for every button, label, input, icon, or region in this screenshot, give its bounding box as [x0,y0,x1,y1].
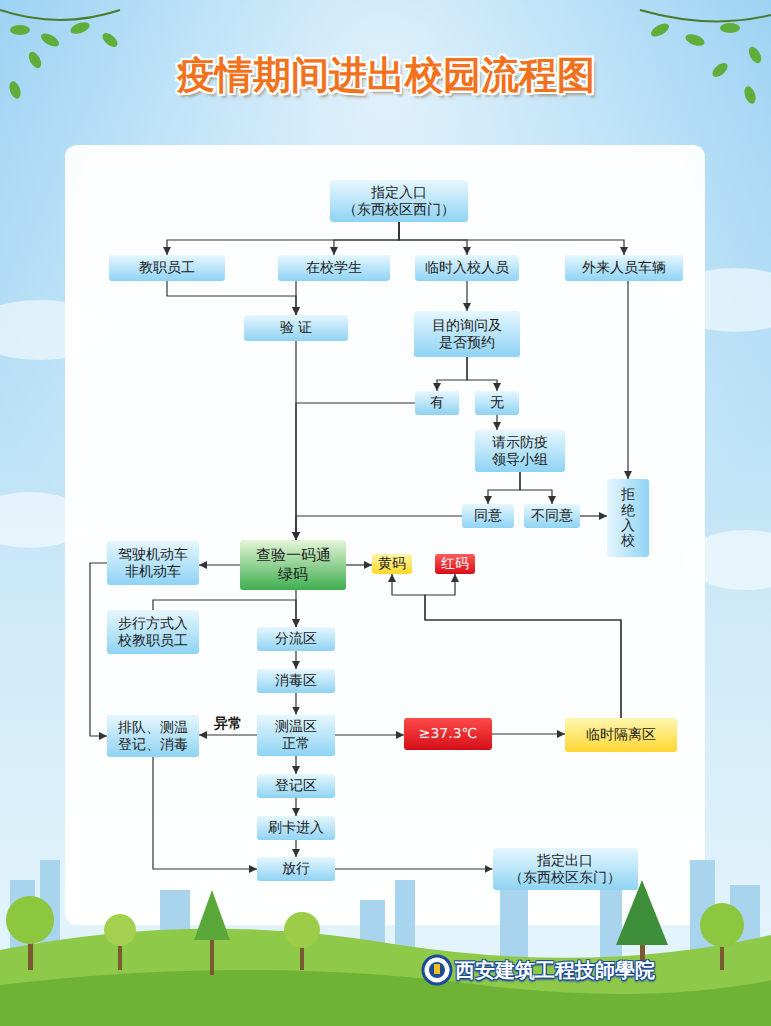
node-text: 放行 [282,860,310,878]
group-box: 外来人员车辆 [565,255,683,281]
code-box: 黄码 [372,554,412,574]
flow-connector [437,357,467,391]
zone-box: 消毒区 [257,669,335,693]
zone-box: 测温区正常 [257,715,335,756]
flow-connector [296,516,462,540]
choice-box: 无 [475,391,519,415]
node-text: 测温区 [275,718,317,736]
edge-label: 异常 [212,715,244,732]
exit-box: 指定出口 （东西校区东门） [493,848,638,890]
flow-connector [335,734,404,735]
flow-connector [199,564,240,565]
school-name: 西安建筑工程技師學院 [455,957,655,984]
node-text: 指定出口 （东西校区东门） [499,852,632,887]
process-box: 步行方式入 校教职员工 [107,610,199,654]
choice-box: 同意 [462,504,514,528]
node-text: 红码 [441,555,469,573]
zone-box: 分流区 [257,627,335,651]
flow-connector [392,574,621,718]
node-text: 教职员工 [139,259,195,277]
flow-connector [488,472,520,504]
flow-connector [492,733,565,734]
flow-connector [346,564,372,565]
flow-connector [295,693,296,715]
node-text: 驾驶机动车 非机动车 [113,546,193,581]
node-text: 拒绝入校 [621,487,635,549]
flow-connector [580,515,607,516]
group-box: 在校学生 [278,255,390,281]
entry-box: 指定入口 （东西校区西门） [330,180,468,222]
process-box: 目的询问及 是否预约 [414,311,520,357]
node-text: 正常 [282,735,310,753]
flow-connector [335,868,493,869]
node-text: 查验一码通 绿码 [246,546,340,584]
zone-box: 刷卡进入 [257,816,335,840]
node-text: 消毒区 [275,672,317,690]
node-text: 无 [490,394,504,412]
flow-connector [90,563,107,736]
node-text: 临时入校人员 [425,259,509,277]
flow-connector [295,651,296,669]
process-box: 排队、测温 登记、消毒 [107,715,199,757]
flow-connector [425,574,621,718]
panel [65,145,705,925]
node-text: 验 证 [280,319,312,337]
node-text: 指定入口 （东西校区西门） [336,184,462,219]
flow-connector [295,756,296,775]
flow-connector [167,281,296,315]
process-box: 验 证 [244,315,348,341]
node-text: 登记区 [275,777,317,795]
node-text: 临时隔离区 [586,726,656,744]
group-box: 教职员工 [109,255,225,281]
choice-box: 有 [415,391,459,415]
flow-connector [334,222,399,255]
node-text: 步行方式入 校教职员工 [113,615,193,650]
flow-connector [467,357,497,391]
choice-box: 不同意 [524,504,580,528]
flow-connector [199,734,257,735]
node-text: 刷卡进入 [268,819,324,837]
node-text: 同意 [474,507,502,525]
title: 疫情期间进出校园流程图 [0,50,771,101]
node-text: 不同意 [531,507,573,525]
flow-connector [399,222,467,255]
node-text: 在校学生 [306,259,362,277]
node-text: 黄码 [378,555,406,573]
flow-connector [153,757,257,869]
node-text: 请示防疫 领导小组 [481,434,559,469]
reject-box: 拒绝入校 [607,479,649,557]
process-box: 驾驶机动车 非机动车 [107,541,199,585]
code-box: 红码 [435,554,475,574]
flow-connector [496,415,497,430]
flow-connector [296,403,415,540]
flow-connector [295,798,296,816]
flow-connector [520,472,552,504]
flow-connector [295,281,296,315]
node-text: 分流区 [275,630,317,648]
flow-connector [399,222,624,255]
flow-connector [295,840,296,857]
group-box: 临时入校人员 [415,255,519,281]
isolation-box: 临时隔离区 [565,718,677,752]
node-text: 排队、测温 登记、消毒 [113,719,193,754]
node-text: ≥37.3℃ [419,725,478,743]
process-box: 请示防疫 领导小组 [475,430,565,472]
zone-box: 登记区 [257,774,335,798]
school-logo [423,956,451,984]
hill-front [0,970,771,1026]
leaves [0,10,771,105]
fever-box: ≥37.3℃ [404,718,492,750]
check-box: 查验一码通 绿码 [240,540,346,590]
flow-connector [167,222,399,255]
flow-connector [627,281,628,479]
flow-connector [466,281,467,311]
node-text: 目的询问及 是否预约 [420,317,514,352]
release-box: 放行 [257,857,335,881]
node-text: 有 [430,394,444,412]
node-text: 外来人员车辆 [582,259,666,277]
